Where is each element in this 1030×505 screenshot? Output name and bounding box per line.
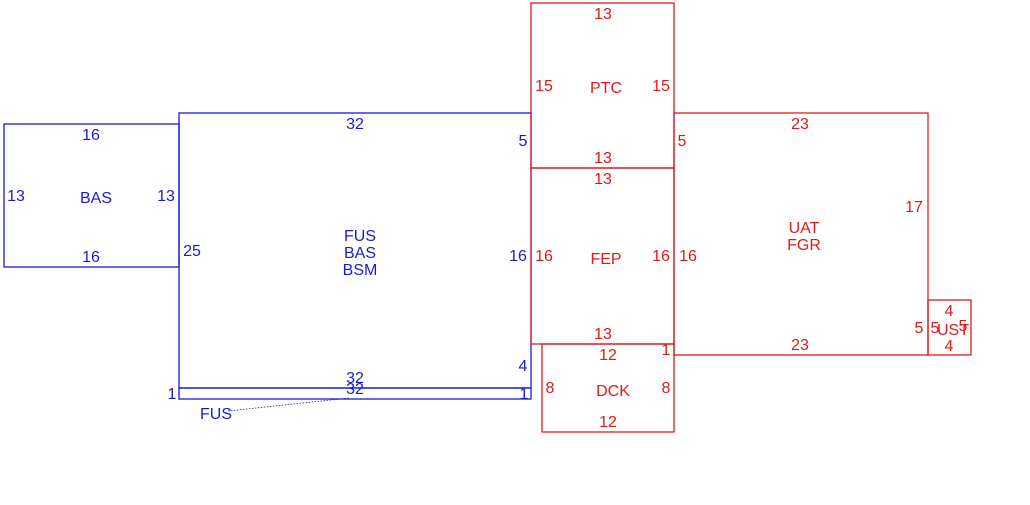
- ptc-bottom-dimension: 13: [594, 150, 612, 167]
- fep-bottom-dimension: 13: [594, 326, 612, 343]
- uat-room-label-1: UAT: [789, 220, 820, 237]
- fus-strip-top-dimension: 32: [346, 381, 364, 398]
- dck-left-dimension: 8: [546, 380, 555, 397]
- uat-left-dimension: 16: [679, 248, 697, 265]
- fep-left-dimension: 16: [535, 248, 553, 265]
- main-top-dimension: 32: [346, 116, 364, 133]
- ptc-top-dimension: 13: [594, 6, 612, 23]
- uat-left-top-dimension: 5: [678, 133, 687, 150]
- room-bas[interactable]: 16 16 13 13 BAS: [3, 123, 180, 268]
- room-ptc[interactable]: 13 13 15 15 PTC: [530, 2, 675, 169]
- room-main[interactable]: 32 32 25 16 5 4 FUS BAS BSM: [178, 112, 532, 389]
- fep-room-label: FEP: [590, 251, 621, 268]
- fus-leader-line: [227, 397, 351, 412]
- bas-top-dimension: 16: [82, 127, 100, 144]
- ust-left-dimension: 5: [931, 320, 940, 337]
- uat-right-dimension: 17: [905, 199, 923, 216]
- dck-top-dimension: 12: [599, 347, 617, 364]
- bas-room-label: BAS: [80, 190, 112, 207]
- fus-strip-room-label: FUS: [200, 406, 232, 423]
- uat-bottom-dimension: 23: [791, 337, 809, 354]
- ust-outer-left-dimension: 5: [915, 320, 924, 337]
- room-fep[interactable]: 13 13 16 16 FEP: [530, 167, 675, 345]
- ptc-right-dimension: 15: [652, 78, 670, 95]
- main-room-label-2: BAS: [344, 245, 376, 262]
- ust-room-label: UST: [937, 322, 969, 339]
- uat-room-label-2: FGR: [787, 237, 821, 254]
- fus-strip-right-dimension: 1: [520, 386, 529, 403]
- uat-top-dimension: 23: [791, 116, 809, 133]
- room-fus-strip[interactable]: 32 1 1 FUS: [168, 381, 532, 423]
- main-room-label-3: BSM: [343, 262, 378, 279]
- room-dck[interactable]: 12 12 8 8 DCK: [541, 343, 675, 433]
- bas-right-dimension: 13: [157, 188, 175, 205]
- dck-bottom-dimension: 12: [599, 414, 617, 431]
- ptc-left-dimension: 15: [535, 78, 553, 95]
- ust-top-dimension: 4: [945, 303, 954, 320]
- room-uat-fgr[interactable]: 23 23 16 17 5 1 UAT FGR: [662, 112, 929, 359]
- main-right-bottom-dimension: 4: [519, 358, 528, 375]
- uat-left-bottom-dimension: 1: [662, 342, 671, 359]
- main-room-label-1: FUS: [344, 228, 376, 245]
- fep-right-dimension: 16: [652, 248, 670, 265]
- bas-left-dimension: 13: [7, 188, 25, 205]
- main-left-dimension: 25: [183, 243, 201, 260]
- main-right-top-dimension: 5: [519, 133, 528, 150]
- ptc-room-label: PTC: [590, 80, 622, 97]
- ust-right-dimension: 5: [959, 318, 968, 335]
- main-bottom-dimension: 32: [346, 370, 364, 387]
- dck-room-label: DCK: [596, 383, 630, 400]
- main-right-dimension: 16: [509, 248, 527, 265]
- dck-right-dimension: 8: [662, 380, 671, 397]
- fep-top-dimension: 13: [594, 171, 612, 188]
- ust-bottom-dimension: 4: [945, 338, 954, 355]
- bas-bottom-dimension: 16: [82, 249, 100, 266]
- room-ust[interactable]: 4 4 5 5 5 UST: [915, 299, 972, 356]
- fus-strip-left-dimension: 1: [168, 386, 177, 403]
